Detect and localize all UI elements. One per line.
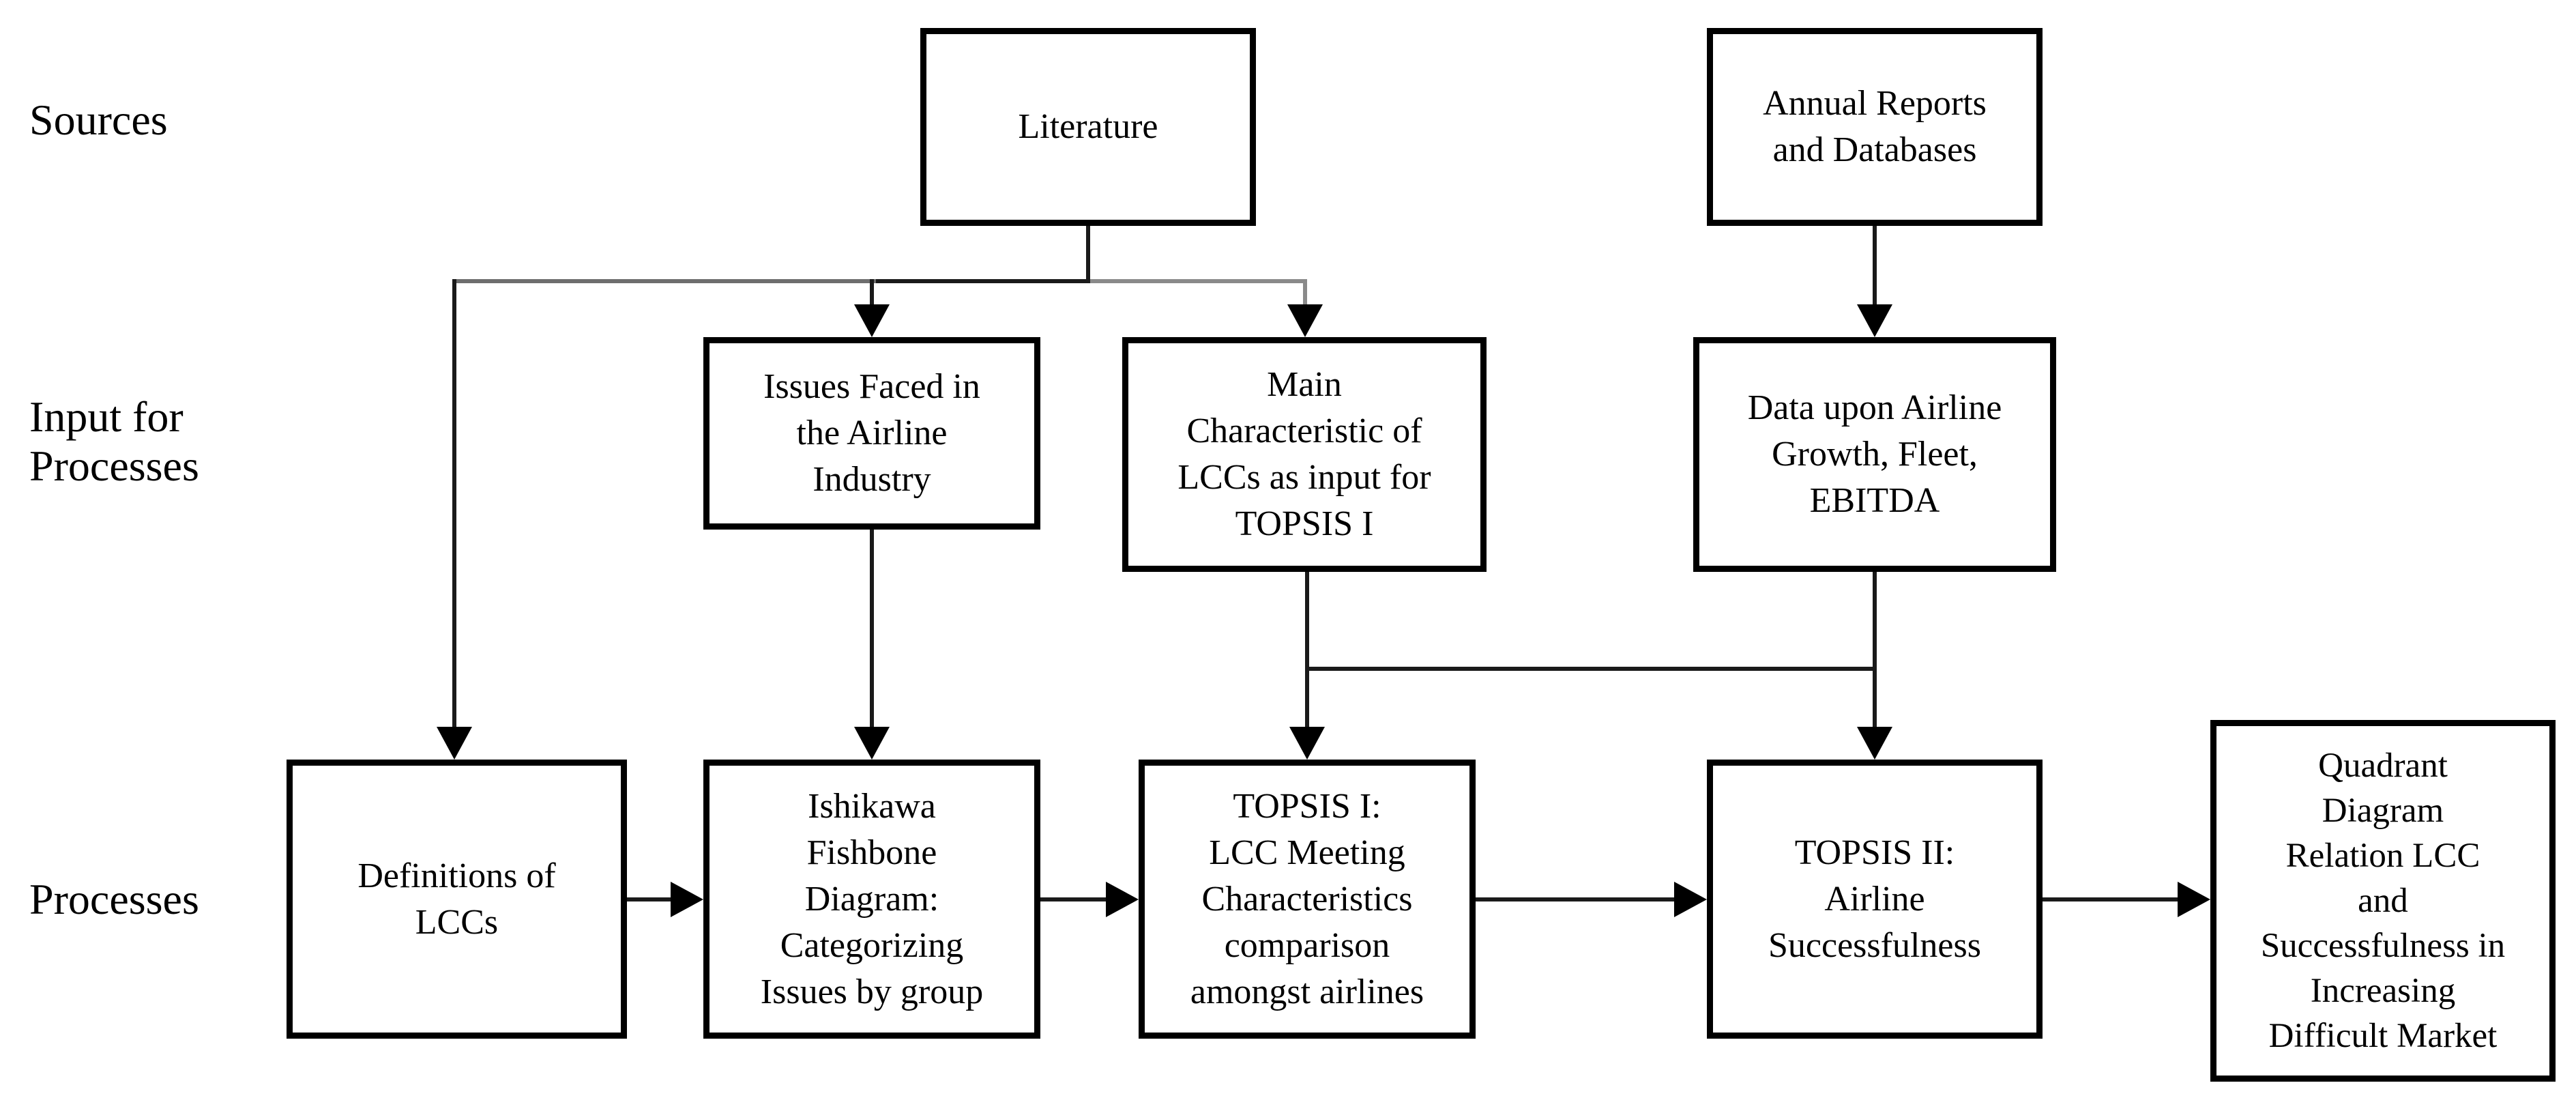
connector-data-to-topsis2 [1873,572,1877,728]
connector-top-horizontal-left [452,279,876,283]
connector-definitions-to-ishikawa [627,897,673,901]
box-topsis1: TOPSIS I: LCC Meeting Characteristics co… [1139,760,1476,1039]
box-topsis1-label: TOPSIS I: LCC Meeting Characteristics co… [1190,786,1424,1011]
row-label-processes: Processes [29,875,199,923]
arrow-right-ishikawa-icon [671,882,703,917]
connector-issues-to-ishikawa [870,530,874,728]
connector-drop-definitions [452,279,456,728]
arrow-down-topsis2-icon [1857,727,1892,760]
connector-top-horizontal-right [1090,279,1307,283]
box-annual-reports-label: Annual Reports and Databases [1763,84,1987,169]
connector-drop-main [1303,279,1307,306]
box-topsis2: TOPSIS II: Airline Successfulness [1707,760,2043,1039]
box-definitions-label: Definitions of LCCs [357,856,556,942]
box-definitions: Definitions of LCCs [287,760,627,1039]
box-quadrant-label: Quadrant Diagram Relation LCC and Succes… [2260,747,2506,1055]
arrow-down-topsis1-icon [1289,727,1325,760]
arrow-right-quadrant-icon [2178,882,2210,917]
box-data-airline-label: Data upon Airline Growth, Fleet, EBITDA [1747,388,2002,520]
connector-ishikawa-to-topsis1 [1040,897,1109,901]
connector-annual-to-data [1873,226,1877,306]
connector-topsis1-to-topsis2 [1476,897,1677,901]
arrow-down-definitions-icon [437,727,472,760]
box-issues-label: Issues Faced in the Airline Industry [763,367,980,499]
connector-drop-issues [870,279,874,306]
arrow-down-ishikawa-icon [854,727,890,760]
box-issues: Issues Faced in the Airline Industry [703,337,1040,530]
connector-literature-stem [1086,226,1090,283]
box-ishikawa-label: Ishikawa Fishbone Diagram: Categorizing … [760,786,984,1011]
box-quadrant: Quadrant Diagram Relation LCC and Succes… [2210,720,2556,1082]
box-annual-reports: Annual Reports and Databases [1707,28,2043,226]
arrow-right-topsis1-icon [1106,882,1139,917]
arrow-down-data-icon [1857,304,1892,337]
arrow-right-topsis2-icon [1674,882,1707,917]
box-data-airline: Data upon Airline Growth, Fleet, EBITDA [1693,337,2056,572]
box-literature: Literature [920,28,1256,226]
box-literature-label: Literature [1018,107,1158,146]
box-main-characteristic: Main Characteristic of LCCs as input for… [1122,337,1487,572]
arrow-down-issues-icon [854,304,890,337]
connector-top-horizontal-mid [876,279,1090,283]
connector-topsis2-to-quadrant [2043,897,2180,901]
row-label-input-for-processes: Input for Processes [29,392,199,490]
arrow-down-main-icon [1287,304,1323,337]
box-main-characteristic-label: Main Characteristic of LCCs as input for… [1177,365,1431,543]
connector-main-to-topsis1 [1305,572,1309,728]
connector-mid-horizontal [1305,667,1877,671]
box-ishikawa: Ishikawa Fishbone Diagram: Categorizing … [703,760,1040,1039]
box-topsis2-label: TOPSIS II: Airline Successfulness [1768,833,1981,965]
row-label-sources: Sources [29,96,168,144]
